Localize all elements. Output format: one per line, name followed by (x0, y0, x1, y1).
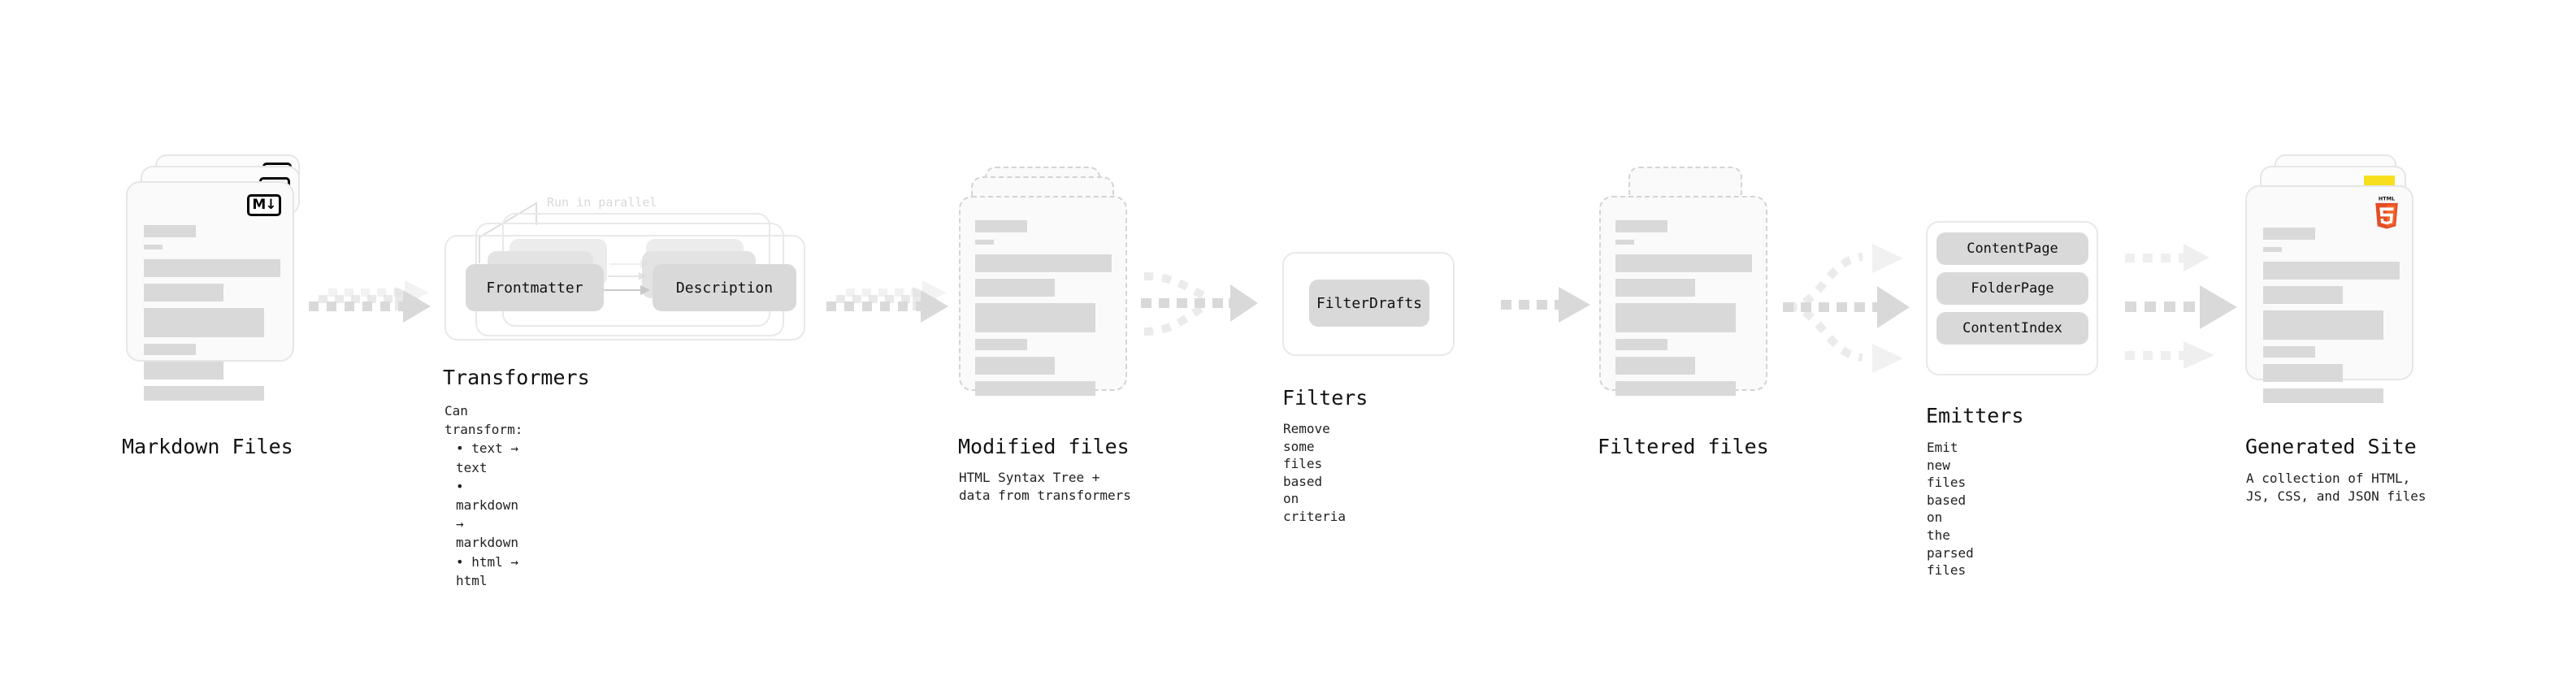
merge-arrow-icon (1141, 272, 1258, 336)
single-arrow-icon (1501, 287, 1590, 323)
skeleton-bar (1615, 220, 1667, 232)
emitter-node-folderpage[interactable]: FolderPage (1936, 272, 2088, 305)
modified-files-description: HTML Syntax Tree + data from transformer… (959, 470, 1131, 503)
stacked-arrow-icon (826, 280, 948, 323)
skeleton-bar (1615, 303, 1736, 332)
markdown-icon: M↓ (247, 194, 281, 216)
skeleton-bar (975, 357, 1055, 375)
split-arrow-icon (1783, 244, 1910, 373)
markdown-file-stack: M↓ M↓ M↓ (126, 154, 313, 431)
skeleton-bar (2263, 228, 2315, 240)
stage-title-markdown-files: Markdown Files (122, 435, 293, 458)
modified-file-stack (959, 167, 1138, 410)
skeleton-bar (144, 225, 196, 237)
skeleton-bar (2263, 310, 2383, 340)
skeleton-bar (144, 259, 280, 277)
skeleton-bar (1615, 339, 1667, 350)
run-in-parallel-label: Run in parallel (547, 195, 657, 210)
transformers-description: Can transform: • text → text • markdown … (445, 401, 523, 590)
stage-modified-files: Modified files HTML Syntax Tree + data f… (958, 167, 1138, 503)
skeleton-bar (144, 284, 223, 301)
skeleton-bar (1615, 381, 1736, 396)
skeleton-bar (975, 303, 1095, 332)
emitter-node-contentpage[interactable]: ContentPage (1936, 232, 2088, 265)
filter-node-filterdrafts[interactable]: FilterDrafts (1309, 280, 1429, 327)
skeleton-bar (144, 308, 264, 337)
skeleton-bar (975, 339, 1027, 350)
skeleton-bar (144, 245, 163, 249)
stage-title-filtered-files: Filtered files (1598, 435, 1769, 458)
transformer-group-front (445, 235, 805, 340)
skeleton-bar (144, 386, 264, 401)
stacked-arrow-icon (309, 280, 431, 323)
skeleton-bar (975, 240, 994, 245)
skeleton-bar (144, 344, 196, 355)
stage-generated-site: CSS HTML (2245, 154, 2432, 504)
skeleton-bar (144, 362, 223, 380)
stage-markdown-files: M↓ M↓ M↓ Markdown Files (122, 154, 313, 458)
skeleton-bar (1615, 240, 1634, 245)
emitter-node-contentindex[interactable]: ContentIndex (1936, 312, 2088, 345)
connector-md-to-transformers (307, 272, 437, 337)
connector-modified-to-filters (1136, 260, 1266, 349)
html5-icon: HTML (2375, 195, 2398, 229)
svg-text:HTML: HTML (2379, 195, 2395, 202)
card-skeleton-body (975, 220, 1112, 396)
generated-site-stack: CSS HTML (2245, 154, 2432, 423)
skeleton-bar (1615, 254, 1752, 272)
stage-title-filters: Filters (1282, 386, 1368, 410)
transformers-bullet: • html → html (456, 553, 519, 588)
transformers-bullet: • markdown → markdown (456, 478, 519, 551)
skeleton-bar (975, 254, 1112, 272)
transformer-node-frontmatter[interactable]: Frontmatter (466, 264, 604, 311)
stage-title-emitters: Emitters (1926, 404, 2024, 427)
transformer-node-label: Description (675, 279, 774, 297)
skeleton-bar (975, 220, 1027, 232)
skeleton-bar (2263, 262, 2400, 280)
stage-title-transformers: Transformers (443, 366, 590, 389)
stage-title-generated-site: Generated Site (2245, 435, 2417, 458)
stage-title-modified-files: Modified files (958, 435, 1130, 458)
connector-filters-to-filtered (1499, 280, 1613, 329)
triple-arrow-icon (2125, 244, 2237, 369)
card-skeleton-body (1615, 220, 1753, 396)
transformer-node-description[interactable]: Description (653, 264, 796, 311)
generated-site-description: A collection of HTML, JS, CSS, and JSON … (2246, 471, 2426, 504)
transformer-node-label: Frontmatter (486, 279, 583, 297)
card-skeleton-body (144, 225, 280, 401)
transformers-bullet: • text → text (456, 440, 519, 475)
connector-filtered-to-emitters (1781, 236, 1928, 382)
card-skeleton-body (2263, 228, 2400, 403)
filtered-file-stack (1599, 167, 1778, 410)
skeleton-bar (2263, 346, 2315, 358)
skeleton-bar (2263, 364, 2343, 382)
skeleton-bar (2263, 286, 2343, 304)
skeleton-bar (2263, 247, 2282, 252)
modified-card-front (959, 196, 1127, 396)
filter-node-label: FilterDrafts (1316, 294, 1423, 312)
skeleton-bar (2263, 388, 2383, 403)
skeleton-bar (1615, 357, 1695, 375)
filtered-card-front (1599, 196, 1767, 396)
connector-emitters-to-site (2125, 236, 2279, 382)
transformers-description-heading: Can transform: (445, 403, 523, 438)
emitter-node-label: ContentIndex (1962, 320, 2062, 336)
filters-description: Remove some files based on criteria (1283, 421, 1347, 524)
emitter-node-label: FolderPage (1971, 280, 2054, 297)
html-file-card: HTML (2245, 185, 2413, 403)
skeleton-bar (975, 381, 1095, 396)
skeleton-bar (975, 279, 1055, 297)
emitters-description: Emit new files based on the parsed files (1927, 440, 1974, 579)
stage-filtered-files: Filtered files (1598, 167, 1778, 458)
markdown-card-front: M↓ (126, 181, 294, 401)
skeleton-bar (1615, 279, 1695, 297)
emitter-node-label: ContentPage (1967, 241, 2058, 257)
connector-transformers-to-modified (825, 272, 955, 337)
